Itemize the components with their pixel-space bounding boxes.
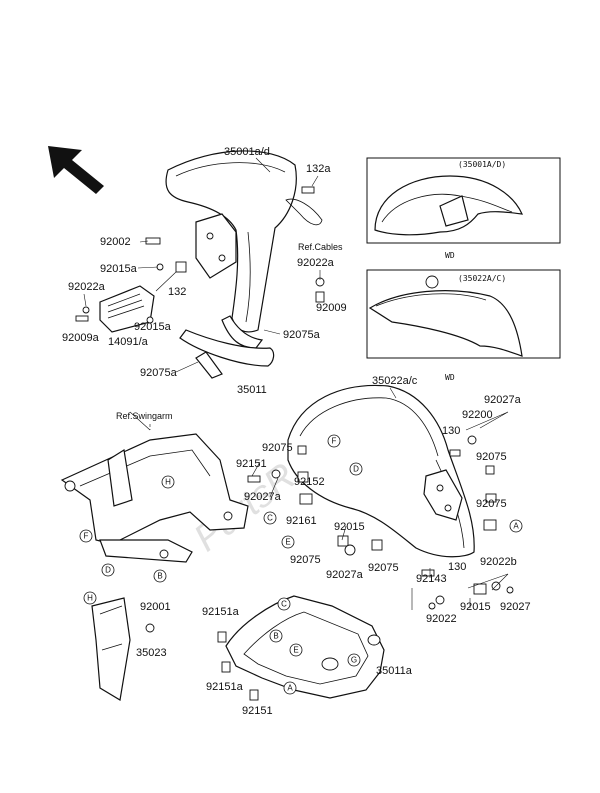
direction-arrow-icon bbox=[48, 146, 104, 194]
inner-fender-35023 bbox=[91, 597, 155, 701]
rear-fender-35022 bbox=[247, 384, 514, 610]
callout-B-1: B bbox=[153, 569, 167, 583]
label-92075-1: 92075 bbox=[262, 442, 293, 454]
label-ref-swingarm: Ref.Swingarm bbox=[116, 411, 173, 421]
label-92075-3: 92075 bbox=[476, 498, 507, 510]
label-92027a-mid: 92027a bbox=[244, 491, 282, 503]
callout-H-1: H bbox=[161, 475, 175, 489]
svg-text:H: H bbox=[87, 594, 93, 603]
inset-rear-note: WD bbox=[445, 373, 455, 382]
label-92152: 92152 bbox=[294, 476, 325, 488]
label-92075-5: 92075 bbox=[368, 562, 399, 574]
label-35011: 35011 bbox=[237, 384, 267, 396]
label-ref-cables: Ref.Cables bbox=[298, 242, 343, 252]
svg-text:F: F bbox=[332, 437, 337, 446]
callout-F-1: F bbox=[327, 434, 341, 448]
svg-text:H: H bbox=[165, 478, 171, 487]
callout-B-2: B bbox=[269, 629, 283, 643]
swingarm-reference bbox=[60, 424, 249, 563]
label-92075-2: 92075 bbox=[476, 451, 507, 463]
label-130-2: 130 bbox=[448, 561, 466, 573]
svg-text:E: E bbox=[285, 538, 290, 547]
label-35023: 35023 bbox=[136, 647, 167, 659]
label-92151-1: 92151 bbox=[236, 458, 267, 470]
callout-H-2: H bbox=[83, 591, 97, 605]
label-92027a-top: 92027a bbox=[484, 394, 522, 406]
front-fender-35001 bbox=[145, 150, 325, 379]
svg-text:D: D bbox=[105, 566, 111, 575]
callout-A-2: A bbox=[283, 681, 297, 695]
label-92015a-2: 92015a bbox=[134, 321, 172, 333]
label-92075-4: 92075 bbox=[290, 554, 321, 566]
svg-text:B: B bbox=[273, 632, 278, 641]
inset-front-fender: (35001A/D) WD bbox=[366, 157, 561, 260]
callout-C-1: C bbox=[263, 511, 277, 525]
svg-text:D: D bbox=[353, 465, 359, 474]
inset-front-code: (35001A/D) bbox=[458, 160, 506, 169]
label-92151-2: 92151 bbox=[242, 705, 273, 717]
inset-front-note: WD bbox=[445, 251, 455, 260]
svg-text:E: E bbox=[293, 646, 298, 655]
callout-G-1: G bbox=[347, 653, 361, 667]
label-92009a: 92009a bbox=[62, 332, 100, 344]
callout-D-2: D bbox=[101, 563, 115, 577]
label-92143: 92143 bbox=[416, 573, 447, 585]
rear-fender-stay-35011a bbox=[217, 595, 385, 701]
label-132: 132 bbox=[168, 286, 186, 298]
label-92022b: 92022b bbox=[480, 556, 517, 568]
label-14091a: 14091/a bbox=[108, 336, 149, 348]
svg-text:C: C bbox=[267, 514, 273, 523]
label-92027a-low: 92027a bbox=[326, 569, 364, 581]
inset-rear-fender: (35022A/C) WD bbox=[366, 269, 561, 382]
callout-C-2: C bbox=[277, 597, 291, 611]
callout-E-1: E bbox=[281, 535, 295, 549]
leader-lines bbox=[83, 157, 431, 578]
callout-F-2: F bbox=[79, 529, 93, 543]
inset-rear-code: (35022A/C) bbox=[458, 274, 506, 283]
label-92075a-1: 92075a bbox=[283, 329, 321, 341]
label-92151a-2: 92151a bbox=[206, 681, 244, 693]
label-92022a-2: 92022a bbox=[68, 281, 106, 293]
label-92161: 92161 bbox=[286, 515, 317, 527]
label-35022ac: 35022a/c bbox=[372, 375, 418, 387]
svg-text:A: A bbox=[513, 522, 519, 531]
svg-text:A: A bbox=[287, 684, 293, 693]
label-92151a-1: 92151a bbox=[202, 606, 240, 618]
label-92009: 92009 bbox=[316, 302, 347, 314]
label-92200: 92200 bbox=[462, 409, 493, 421]
label-92015-2: 92015 bbox=[460, 601, 491, 613]
svg-text:G: G bbox=[351, 656, 357, 665]
side-cover-14091 bbox=[75, 285, 155, 333]
label-35011a: 35011a bbox=[376, 665, 413, 677]
label-130-1: 130 bbox=[442, 425, 460, 437]
label-92001: 92001 bbox=[140, 601, 171, 613]
callout-E-2: E bbox=[289, 643, 303, 657]
label-132a: 132a bbox=[306, 163, 331, 175]
label-92075a-2: 92075a bbox=[140, 367, 178, 379]
label-35001ad: 35001a/d bbox=[224, 146, 270, 158]
callout-A-1: A bbox=[509, 519, 523, 533]
label-92022: 92022 bbox=[426, 613, 457, 625]
svg-text:F: F bbox=[84, 532, 89, 541]
label-92027: 92027 bbox=[500, 601, 531, 613]
svg-text:C: C bbox=[281, 600, 287, 609]
callout-D-1: D bbox=[349, 462, 363, 476]
label-92022a-1: 92022a bbox=[297, 257, 335, 269]
label-92002: 92002 bbox=[100, 236, 131, 248]
svg-text:B: B bbox=[157, 572, 162, 581]
label-92015: 92015 bbox=[334, 521, 365, 533]
label-92015a-1: 92015a bbox=[100, 263, 138, 275]
